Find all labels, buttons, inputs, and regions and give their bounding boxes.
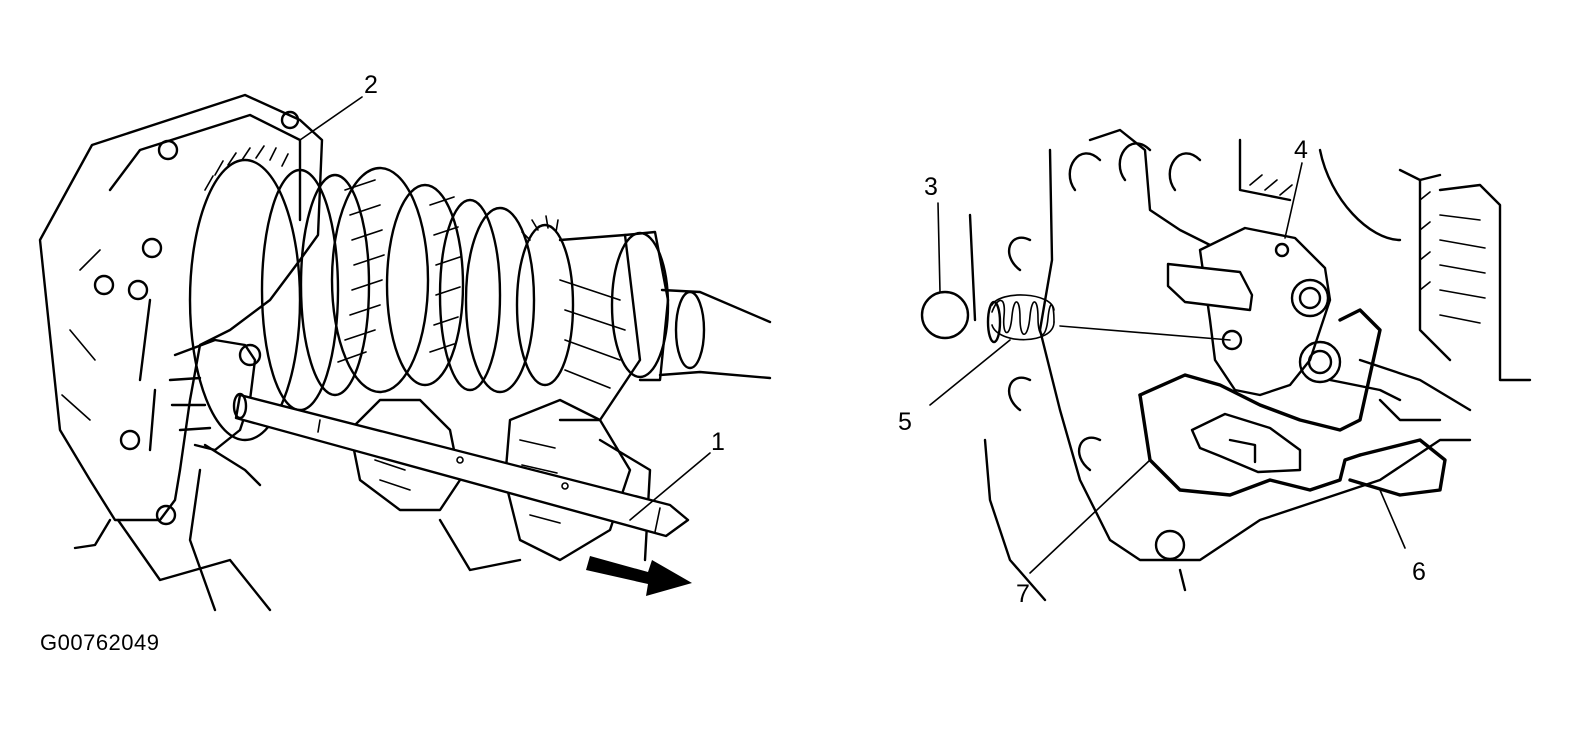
callout-3: 3 [924,173,938,201]
leader-3 [937,202,941,293]
transmission-housing [38,93,324,612]
callout-7: 7 [1016,580,1030,608]
leader-lines [299,96,1406,574]
callout-2: 2 [364,71,378,99]
shift-lever-housing [1166,226,1342,397]
leader-7 [1029,459,1151,574]
shift-rail [232,392,690,538]
leader-4 [1284,162,1303,239]
leader-6 [1379,489,1406,549]
callout-6: 6 [1412,558,1426,586]
callout-4: 4 [1294,136,1308,164]
figure-code: G00762049 [40,630,160,655]
callout-5: 5 [898,408,912,436]
shift-linkage [168,338,262,487]
gear-cluster [188,145,772,572]
leader-1 [629,452,711,521]
callout-1: 1 [711,428,725,456]
leader-2 [299,96,363,141]
pull-direction-arrow [586,556,692,596]
leader-5b [1059,325,1231,341]
spring [986,294,1055,344]
leader-5 [929,339,1011,406]
ball [920,290,970,340]
shift-fork [1138,308,1447,497]
